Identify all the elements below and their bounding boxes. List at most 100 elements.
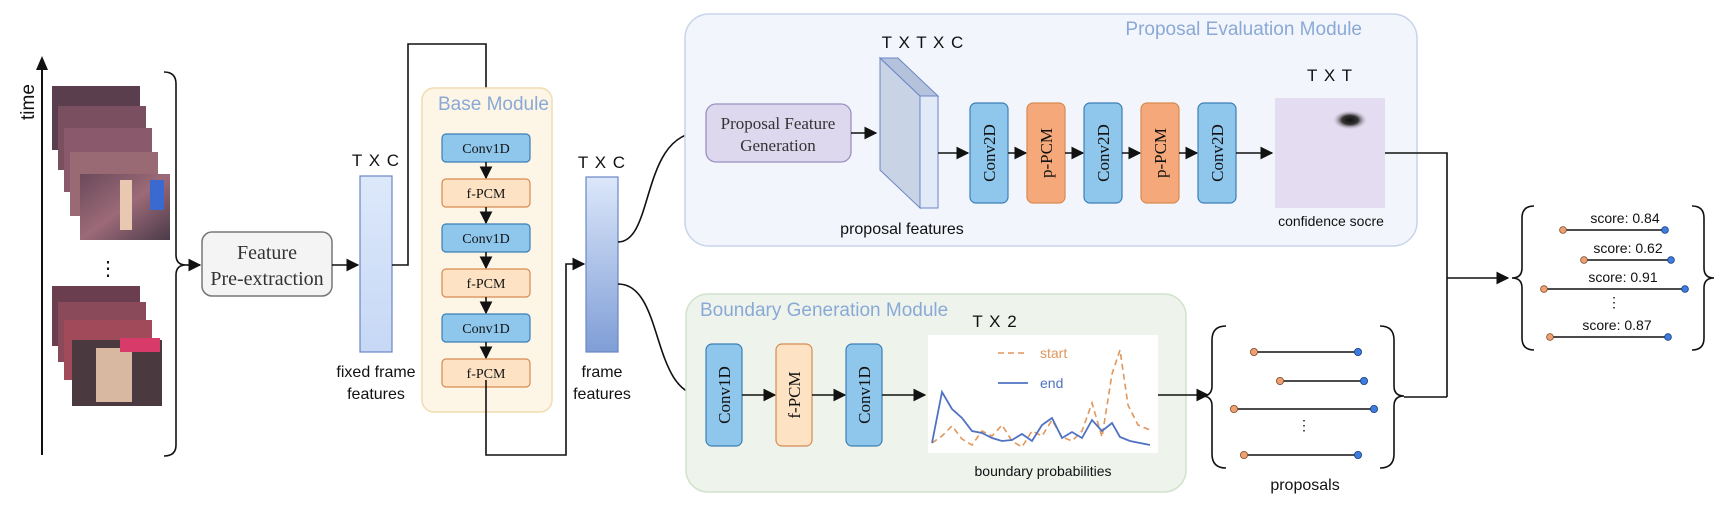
fixed-features-label-1: fixed frame xyxy=(336,364,415,381)
proposals-label: proposals xyxy=(1270,477,1339,494)
frames-brace xyxy=(163,71,187,457)
fixed-frame-features-bar xyxy=(359,175,393,353)
base-layer-label: Conv1D xyxy=(462,322,509,337)
base-layer-0: Conv1D xyxy=(441,133,531,163)
base-module-title: Base Module xyxy=(438,94,549,115)
base-layer-label: f-PCM xyxy=(467,367,506,382)
proposal-start-dot xyxy=(1240,450,1249,459)
score-label: score: 0.62 xyxy=(1593,240,1662,256)
score-start-dot xyxy=(1546,333,1554,341)
proposal-feature-generation-box: Proposal Feature Generation xyxy=(705,103,852,163)
tensor-dim: T X T X C xyxy=(882,33,965,52)
plot-label: boundary probabilities xyxy=(975,463,1112,479)
proposal-start-dot xyxy=(1250,347,1259,356)
scored-proposal-3: score: 0.87 xyxy=(1546,317,1672,341)
pem-layer-3: p-PCM xyxy=(1140,102,1180,204)
time-label: time xyxy=(18,84,39,120)
pem-layer-label: Conv2D xyxy=(1094,124,1113,182)
confidence-map xyxy=(1275,98,1385,208)
pem-layers: Conv2D p-PCM Conv2D p-PCM Conv2D xyxy=(969,102,1274,204)
score-end-dot xyxy=(1667,256,1675,264)
proposal-segment xyxy=(1230,404,1379,413)
base-layer-label: Conv1D xyxy=(462,232,509,247)
edge-to-base-module xyxy=(392,43,493,266)
pem-layer-0: Conv2D xyxy=(969,102,1009,204)
bgm-layer-label: f-PCM xyxy=(785,371,804,418)
pem-title: Proposal Evaluation Module xyxy=(1125,19,1362,40)
map-dim: T X T xyxy=(1307,66,1353,85)
proposals-bracket xyxy=(1201,325,1405,469)
proposal-end-dot xyxy=(1370,404,1379,413)
base-layer-3: f-PCM xyxy=(441,268,531,298)
feature-pre-extraction-box: Feature Pre-extraction xyxy=(201,231,333,297)
bgm-layers: Conv1D f-PCM Conv1D xyxy=(705,343,927,447)
pem-layer-1: p-PCM xyxy=(1026,102,1066,204)
scored-proposal-0: score: 0.84 xyxy=(1559,210,1669,234)
base-layer-4: Conv1D xyxy=(441,313,531,343)
legend-start: start xyxy=(1040,345,1067,361)
plot-dim: T X 2 xyxy=(972,312,1017,331)
feature-pre-line1: Feature xyxy=(237,242,297,264)
base-module-layers: Conv1D f-PCM Conv1D f-PCM Conv1D f-PCM xyxy=(441,133,531,388)
fixed-features-dim: T X C xyxy=(352,151,400,170)
end-probability-line xyxy=(931,389,1151,446)
scored-proposal-2: score: 0.91 xyxy=(1540,269,1689,293)
proposal-segment xyxy=(1240,450,1363,459)
start-probability-line xyxy=(931,349,1151,449)
scores-bracket xyxy=(1511,205,1715,351)
fixed-features-label-2: features xyxy=(347,386,405,403)
base-layer-1: f-PCM xyxy=(441,178,531,208)
proposal-lines xyxy=(1230,347,1379,459)
score-end-dot xyxy=(1664,333,1672,341)
bgm-layer-2: Conv1D xyxy=(845,343,883,447)
score-end-dot xyxy=(1661,226,1669,234)
proposal-segment xyxy=(1250,347,1363,356)
pem-layer-label: Conv2D xyxy=(980,124,999,182)
frames-ellipsis: ⋮ xyxy=(98,258,118,280)
score-start-dot xyxy=(1559,226,1567,234)
base-layer-label: Conv1D xyxy=(462,142,509,157)
bgm-layer-0: Conv1D xyxy=(705,343,743,447)
video-frames-bottom xyxy=(52,286,162,406)
base-layer-2: Conv1D xyxy=(441,223,531,253)
video-frames-top xyxy=(52,86,170,240)
base-layer-label: f-PCM xyxy=(467,187,506,202)
base-layer-label: f-PCM xyxy=(467,277,506,292)
frame-features-bar xyxy=(585,176,619,353)
map-label: confidence socre xyxy=(1278,213,1384,229)
pem-layer-2: Conv2D xyxy=(1083,102,1123,204)
proposal-features-tensor xyxy=(878,56,940,210)
legend-end: end xyxy=(1040,375,1063,391)
frame-features-label-2: features xyxy=(573,386,631,403)
score-end-dot xyxy=(1681,285,1689,293)
scored-proposal-1: score: 0.62 xyxy=(1580,240,1675,264)
score-label: score: 0.91 xyxy=(1588,269,1657,285)
proposal-end-dot xyxy=(1354,347,1363,356)
time-axis: time xyxy=(18,56,48,455)
edge-to-frame-features xyxy=(485,257,586,456)
proposal-end-dot xyxy=(1354,450,1363,459)
score-label: score: 0.84 xyxy=(1590,210,1659,226)
frame-features-label-1: frame xyxy=(582,364,623,381)
bgm-layer-1: f-PCM xyxy=(775,343,813,447)
proposal-segment xyxy=(1276,376,1369,385)
pem-layer-label: Conv2D xyxy=(1208,124,1227,182)
boundary-plot: start end xyxy=(928,335,1158,453)
proposal-end-dot xyxy=(1360,376,1369,385)
edge-confidence-to-merge xyxy=(1385,152,1448,397)
base-layer-5: f-PCM xyxy=(441,358,531,388)
tensor-label: proposal features xyxy=(840,221,964,238)
score-lines: score: 0.84 score: 0.62 score: 0.91 score: … xyxy=(1540,210,1689,341)
score-label: score: 0.87 xyxy=(1582,317,1651,333)
score-start-dot xyxy=(1540,285,1548,293)
pfg-line2: Generation xyxy=(740,136,816,155)
feature-pre-line2: Pre-extraction xyxy=(210,268,323,290)
proposal-start-dot xyxy=(1276,376,1285,385)
edge-to-pem xyxy=(617,125,704,243)
pem-layer-label: p-PCM xyxy=(1151,128,1170,178)
proposal-start-dot xyxy=(1230,404,1239,413)
score-start-dot xyxy=(1580,256,1588,264)
bgm-layer-label: Conv1D xyxy=(855,366,874,424)
bgm-layer-label: Conv1D xyxy=(715,366,734,424)
